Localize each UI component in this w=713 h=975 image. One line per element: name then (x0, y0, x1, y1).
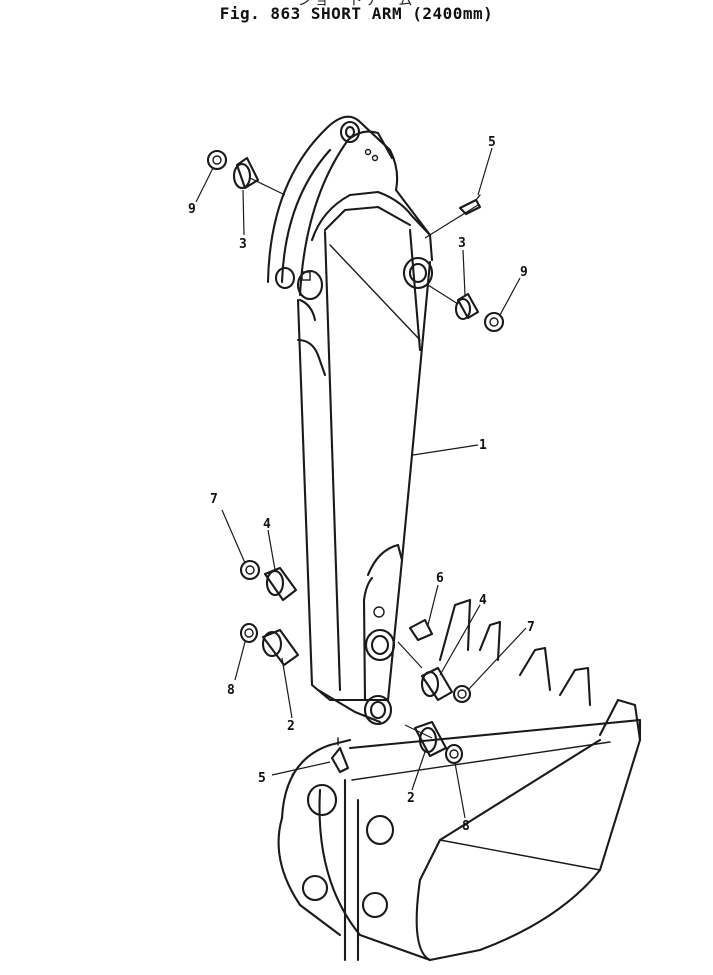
lower-left-bushing-assembly (239, 559, 300, 667)
callout-3-upper-left: 3 (239, 237, 247, 252)
callout-labels: 5 9 3 3 9 1 7 4 6 4 7 8 2 5 2 8 (188, 135, 535, 834)
callout-5-upper: 5 (488, 135, 496, 150)
callout-9-upper-right: 9 (520, 265, 528, 280)
callout-6: 6 (436, 571, 444, 586)
leader-lines (195, 147, 527, 819)
callout-4-lower-left: 4 (263, 517, 271, 532)
callout-3-upper-right: 3 (458, 236, 466, 251)
callout-8-lower-left: 8 (227, 683, 235, 698)
callout-1-arm: 1 (479, 438, 487, 453)
lower-right-bushing-assembly (408, 618, 472, 765)
bucket-outline (277, 718, 642, 962)
upper-right-bushing-assembly (454, 292, 505, 333)
callout-4-lower-right: 4 (479, 593, 487, 608)
upper-left-bushing-assembly (206, 149, 260, 190)
callout-7-lower-right: 7 (527, 620, 535, 635)
callout-7-lower-left: 7 (210, 492, 218, 507)
callout-8-lower-right: 8 (462, 819, 470, 834)
grease-fitting-upper (458, 194, 482, 216)
callout-2-lower-left: 2 (287, 719, 295, 734)
callout-2-lower-right: 2 (407, 791, 415, 806)
callout-9-upper-left: 9 (188, 202, 196, 217)
callout-5-lower: 5 (258, 771, 266, 786)
figure-title-japanese: ショートアーム (297, 0, 416, 8)
figure-title: Fig. 863 SHORT ARM (2400mm) (219, 4, 494, 23)
short-arm-body (266, 115, 434, 726)
bucket-teeth (438, 598, 642, 742)
